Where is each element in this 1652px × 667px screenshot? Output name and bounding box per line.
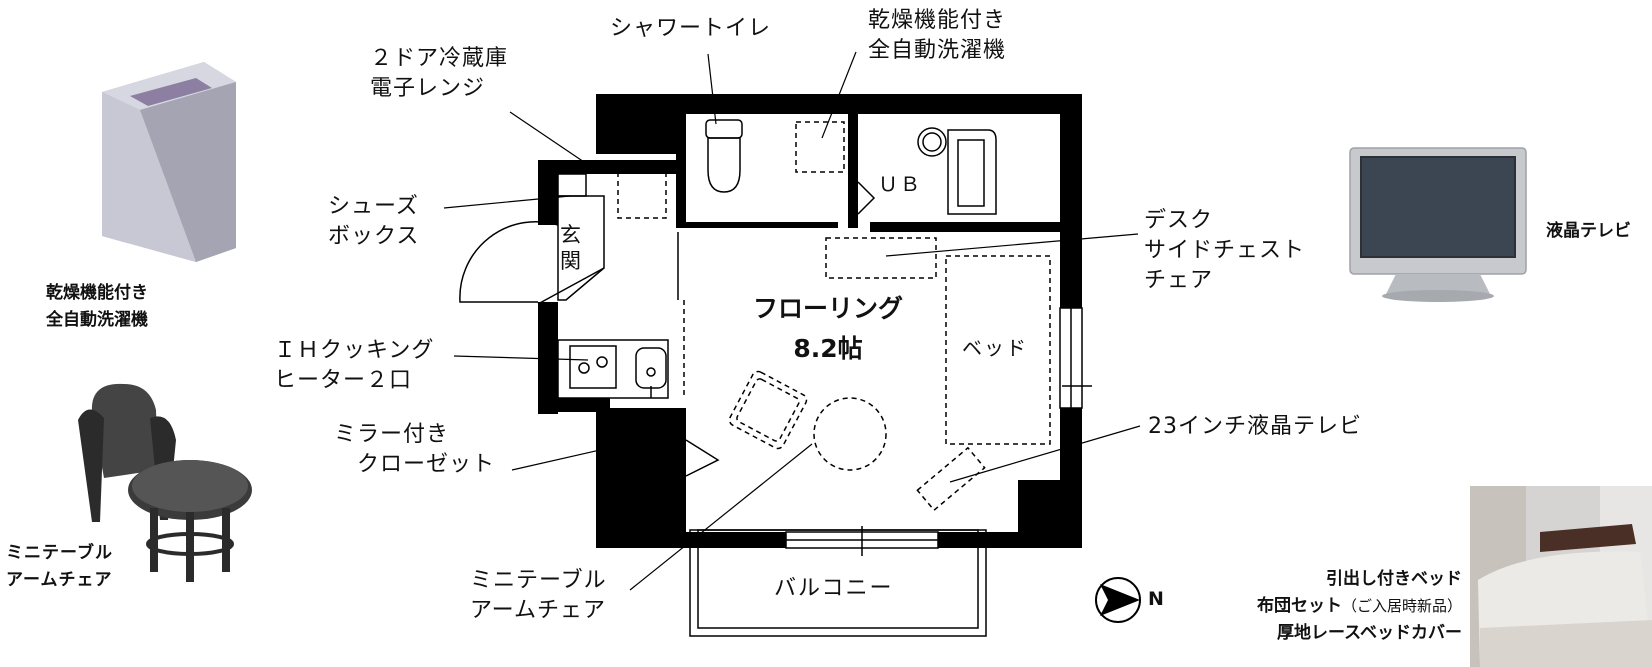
main-room-size: 8.2帖 (793, 334, 863, 363)
callout-desk: デスク サイドチェスト チェア (1144, 208, 1306, 293)
room-label-balcony: バルコニー (774, 576, 894, 601)
window-east (1059, 307, 1092, 409)
ih-cooktop (569, 345, 617, 389)
callout-shoebox: シューズ ボックス (328, 194, 420, 249)
lcd-tv-photo (1349, 147, 1527, 302)
caption-washer: 乾燥機能付き 全自動洗濯機 (46, 283, 148, 330)
callout-tv23: 23インチ液晶テレビ (1148, 414, 1362, 439)
tv-outline (916, 446, 986, 512)
armchair-outline (728, 370, 808, 450)
bed-outline (945, 255, 1051, 445)
toilet-fixture (705, 119, 743, 193)
washing-machine-photo (102, 62, 236, 262)
balcony-outline (689, 529, 987, 637)
kitchen-sink (635, 347, 667, 398)
caption-bed-line3: 厚地レースベッドカバー (1277, 623, 1462, 643)
ub-door-swing (857, 181, 876, 215)
callout-shower-toilet: シャワートイレ (610, 16, 772, 41)
mini-table-outline (813, 397, 887, 471)
compass-label: N (1148, 588, 1164, 610)
callout-ih-heater: ＩＨクッキング ヒーター２口 (274, 338, 435, 393)
armchair-table-photo (78, 383, 252, 582)
bathtub-fixture (917, 127, 997, 215)
callout-mini-table: ミニテーブル アームチェア (470, 568, 607, 623)
kitchen-counter (557, 339, 669, 399)
compass-north-arrow-icon (1095, 577, 1141, 623)
caption-bed-line2: 布団セット（ご入居時新品） (1204, 593, 1462, 620)
callout-leader-lines (443, 51, 1141, 591)
washer-slot (795, 121, 845, 173)
desk-outline (825, 237, 937, 279)
room-label-entrance: 玄 関 (560, 223, 583, 273)
caption-bed-futon: 布団セット (1256, 596, 1342, 616)
main-room-name: フローリング (752, 294, 903, 323)
window-south (785, 526, 939, 556)
caption-bed-note: （ご入居時新品） (1341, 597, 1462, 615)
room-label-bed: ベッド (962, 336, 1028, 360)
bed-photo (1470, 486, 1652, 667)
fridge-slot (617, 165, 667, 219)
entrance-area (459, 195, 605, 305)
callout-mirror-closet: ミラー付き クローゼット (334, 422, 496, 477)
callout-washer: 乾燥機能付き 全自動洗濯機 (868, 8, 1007, 63)
callout-fridge: ２ドア冷蔵庫 電子レンジ (370, 46, 509, 101)
caption-tv: 液晶テレビ (1546, 221, 1631, 241)
caption-bed-line1: 引出し付きベッド (1326, 569, 1462, 589)
caption-chairs: ミニテーブル アームチェア (6, 543, 113, 590)
closet-unit (609, 413, 681, 479)
room-label-ub: ＵＢ (878, 172, 922, 196)
shoebox-unit (557, 173, 587, 197)
